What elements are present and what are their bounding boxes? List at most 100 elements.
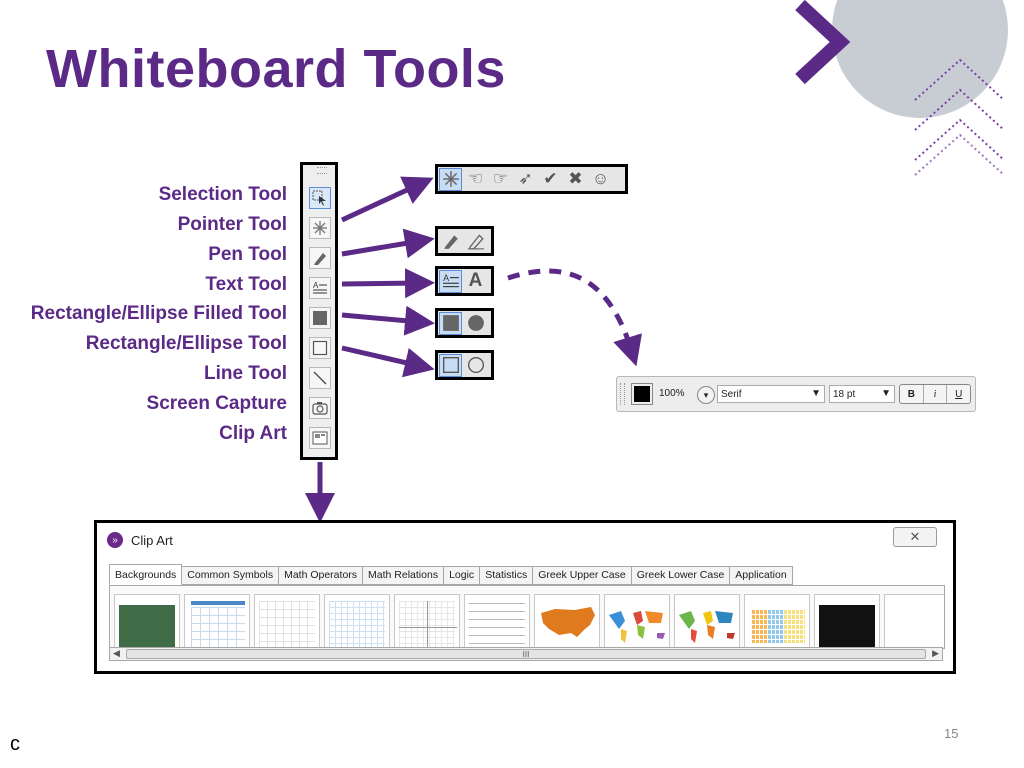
thumb-blank[interactable] xyxy=(884,594,944,648)
tab-statistics[interactable]: Statistics xyxy=(480,566,534,585)
flyout-ellipse[interactable] xyxy=(464,354,487,377)
highlighter-icon xyxy=(467,234,484,250)
flyout-check[interactable]: ✔ xyxy=(539,168,562,191)
flyout-text-box[interactable]: A xyxy=(439,269,462,293)
decorative-shapes xyxy=(795,0,1008,176)
label-text-tool: Text Tool xyxy=(205,274,287,295)
color-swatch-fill xyxy=(634,386,650,402)
starburst-icon xyxy=(442,171,459,187)
opacity-dropdown-button[interactable]: ▾ xyxy=(697,386,715,404)
tab-greek-lower-case[interactable]: Greek Lower Case xyxy=(631,566,731,585)
thumb-chalkboard[interactable] xyxy=(114,594,180,648)
font-size-select[interactable]: 18 pt ▼ xyxy=(829,385,895,403)
line-tool-button[interactable] xyxy=(309,367,331,389)
hand-pointer-icon: ☜ xyxy=(467,169,484,188)
italic-button[interactable]: i xyxy=(924,385,948,403)
scroll-thumb[interactable]: III xyxy=(126,649,926,659)
svg-text:A: A xyxy=(313,281,319,290)
tab-math-relations[interactable]: Math Relations xyxy=(363,566,445,585)
thumb-periodic-table[interactable] xyxy=(744,594,810,648)
selection-tool-button[interactable] xyxy=(309,187,331,209)
thumb-axes[interactable] xyxy=(394,594,460,648)
tab-backgrounds[interactable]: Backgrounds xyxy=(109,564,183,585)
flyout-smiley[interactable]: ☺ xyxy=(589,168,612,191)
selection-icon xyxy=(312,190,326,206)
pen-tool-button[interactable] xyxy=(309,247,331,269)
rectangle-icon xyxy=(442,357,459,373)
chevron-down-icon: ▼ xyxy=(881,388,891,399)
flyout-rect[interactable] xyxy=(439,353,462,377)
svg-text:A: A xyxy=(443,273,449,283)
label-screen-capture: Screen Capture xyxy=(146,393,287,414)
rect-tool-button[interactable] xyxy=(309,337,331,359)
rectangle-icon xyxy=(312,340,328,356)
filled-rectangle-icon xyxy=(313,311,327,325)
bold-button[interactable]: B xyxy=(900,385,924,403)
flyout-x[interactable]: ✖ xyxy=(564,168,587,191)
clip-art-title: Clip Art xyxy=(131,533,173,548)
usa-map-icon xyxy=(541,607,595,637)
flyout-highlighter[interactable] xyxy=(464,230,487,253)
opacity-value: 100% xyxy=(659,388,685,399)
thumb-usa-map[interactable] xyxy=(534,594,600,648)
clip-art-thumbnails xyxy=(109,585,945,649)
flyout-pen[interactable] xyxy=(439,230,462,253)
scroll-left-icon[interactable]: ◀ xyxy=(113,648,120,658)
label-line-tool: Line Tool xyxy=(203,363,287,384)
tab-common-symbols[interactable]: Common Symbols xyxy=(182,566,280,585)
smiley-icon: ☺ xyxy=(591,169,610,188)
text-format-bar: 100% ▾ Serif ▼ 18 pt ▼ B i U xyxy=(616,376,976,412)
horizontal-scrollbar[interactable]: ◀ III ▶ xyxy=(109,647,943,661)
x-mark-icon: ✖ xyxy=(568,169,583,188)
hand-thumb-icon: ☞ xyxy=(492,169,509,188)
clip-art-icon xyxy=(312,431,328,445)
scroll-right-icon[interactable]: ▶ xyxy=(932,648,939,658)
clip-art-button[interactable] xyxy=(309,427,331,449)
world-map-icon xyxy=(679,611,735,643)
tab-greek-upper-case[interactable]: Greek Upper Case xyxy=(533,566,632,585)
corner-letter: c xyxy=(10,733,20,755)
label-pen-tool: Pen Tool xyxy=(208,244,287,265)
close-button[interactable]: ✕ xyxy=(893,527,937,547)
font-family-select[interactable]: Serif ▼ xyxy=(717,385,825,403)
color-swatch[interactable] xyxy=(631,383,653,405)
underline-button[interactable]: U xyxy=(955,388,963,400)
thumb-lined-paper[interactable] xyxy=(464,594,530,648)
flyout-filled-rect[interactable] xyxy=(439,311,462,335)
slide-title: Whiteboard Tools xyxy=(46,39,506,99)
tab-math-operators[interactable]: Math Operators xyxy=(279,566,364,585)
font-family-value: Serif xyxy=(721,389,742,400)
thumb-grid-white[interactable] xyxy=(254,594,320,648)
text-icon: A xyxy=(313,281,327,294)
clip-art-tabs: Backgrounds Common Symbols Math Operator… xyxy=(109,564,793,585)
thumb-blackboard[interactable] xyxy=(814,594,880,648)
camera-icon xyxy=(312,402,328,415)
screen-capture-button[interactable] xyxy=(309,397,331,419)
flyout-hand-left[interactable]: ☜ xyxy=(464,168,487,191)
flyout-star-pointer[interactable] xyxy=(439,167,462,191)
flyout-filled-ellipse[interactable] xyxy=(464,312,487,335)
tab-application[interactable]: Application xyxy=(730,566,793,585)
check-icon: ✔ xyxy=(543,169,558,188)
thumb-calendar[interactable] xyxy=(184,594,250,648)
toolbar-grip[interactable] xyxy=(317,167,327,174)
thumb-world-map[interactable] xyxy=(674,594,740,648)
text-icon: A xyxy=(442,273,459,288)
arrow-pointer-icon: ➶ xyxy=(518,169,533,188)
tab-logic[interactable]: Logic xyxy=(444,566,481,585)
format-bar-grip[interactable] xyxy=(620,383,625,405)
pen-icon xyxy=(314,253,326,265)
font-size-value: 18 pt xyxy=(833,389,856,400)
app-logo-icon: » xyxy=(107,532,123,548)
text-tool-button[interactable]: A xyxy=(309,277,331,299)
flyout-hand-thumb[interactable]: ☞ xyxy=(489,168,512,191)
pointer-tool-button[interactable] xyxy=(309,217,331,239)
filled-rect-tool-button[interactable] xyxy=(309,307,331,329)
thumb-world-map-color[interactable] xyxy=(604,594,670,648)
label-rect-ellipse-filled-tool: Rectangle/Ellipse Filled Tool xyxy=(30,303,287,324)
page-number: 15 xyxy=(944,726,959,741)
flyout-big-text[interactable]: A xyxy=(468,270,483,291)
thumb-grid-blue[interactable] xyxy=(324,594,390,648)
flyout-arrow[interactable]: ➶ xyxy=(514,168,537,191)
label-clip-art: Clip Art xyxy=(219,423,287,444)
